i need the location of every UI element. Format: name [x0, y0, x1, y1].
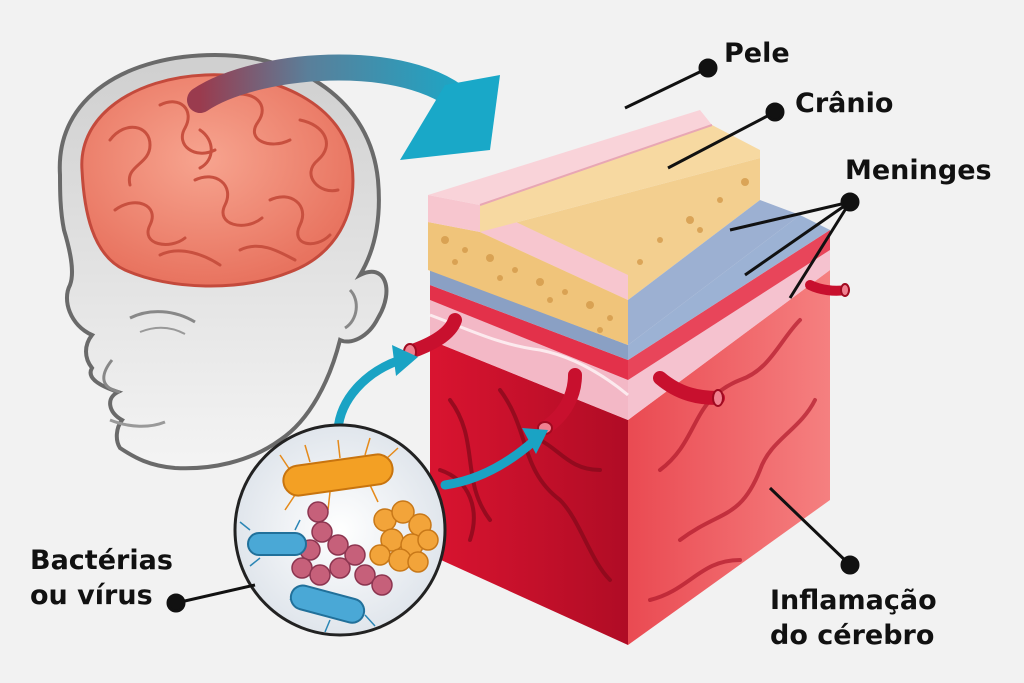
label-bacterias-line1: Bactérias — [30, 545, 173, 576]
label-bacterias-line2: ou vírus — [30, 580, 153, 611]
skull-pores — [441, 178, 749, 333]
pathogen-magnifier-icon — [233, 423, 447, 637]
tissue-block-icon — [428, 110, 830, 645]
label-inflamacao-line1: Inflamação — [770, 585, 937, 616]
brain-icon — [80, 73, 355, 288]
label-inflamacao-line2: do cérebro — [770, 620, 935, 651]
arrow-head-icon — [400, 75, 500, 160]
small-arrow-icon — [440, 435, 540, 490]
label-meninges: Meninges — [845, 155, 992, 186]
small-arrow-icon — [333, 355, 405, 435]
label-cranio: Crânio — [795, 88, 894, 119]
leader-lines — [166, 58, 860, 613]
label-pele: Pele — [724, 38, 790, 69]
